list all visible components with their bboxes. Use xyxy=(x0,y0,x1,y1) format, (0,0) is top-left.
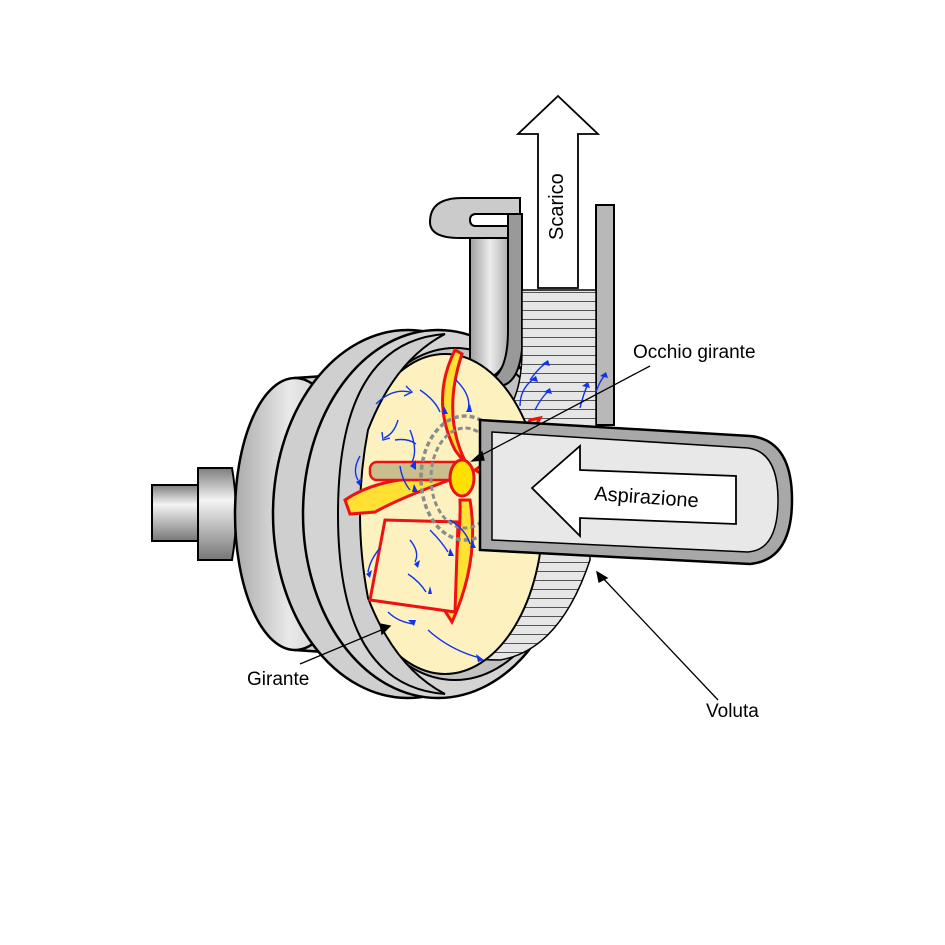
discharge-nozzle xyxy=(428,197,615,426)
label-voluta: Voluta xyxy=(706,701,759,722)
label-occhio-girante: Occhio girante xyxy=(633,342,756,363)
discharge-flow-arrow: Scarico xyxy=(515,94,601,289)
label-scarico: Scarico xyxy=(546,173,568,240)
flow-arrows xyxy=(354,361,607,659)
leader-lines xyxy=(299,365,719,701)
impeller-hub xyxy=(448,458,476,498)
drive-shaft xyxy=(151,467,237,561)
suction-flow-arrow: Aspirazione xyxy=(530,444,737,539)
label-girante: Girante xyxy=(247,669,309,690)
flow-arrowheads xyxy=(356,360,608,662)
